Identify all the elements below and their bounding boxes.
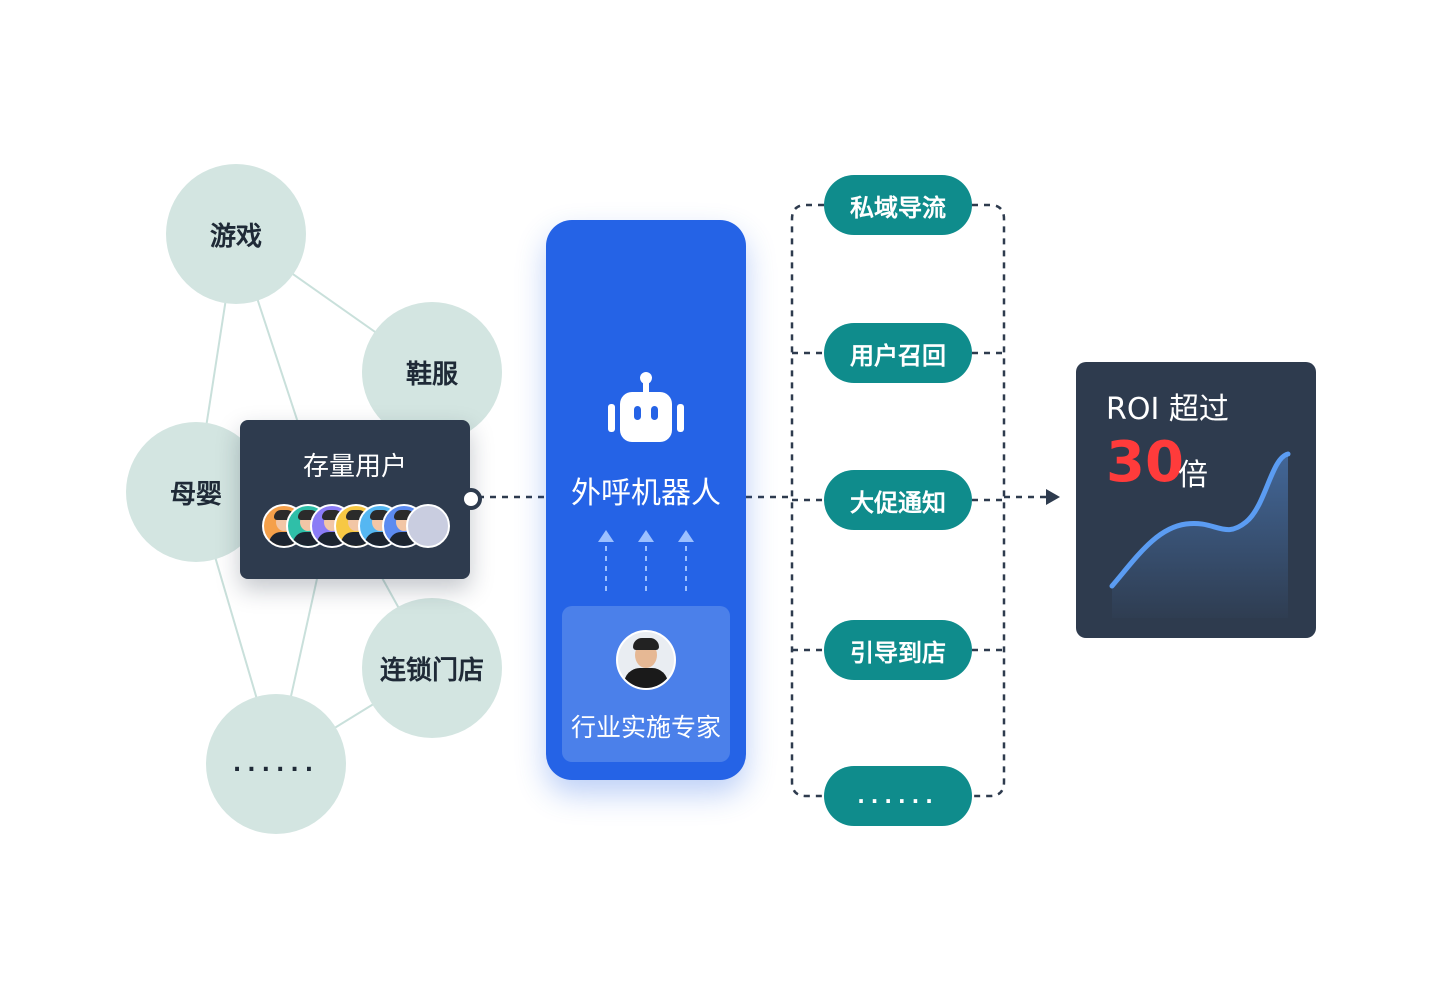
category-game: 游戏 (166, 164, 306, 304)
roi-trend-chart (1109, 451, 1291, 618)
category-baby-label: 母婴 (169, 479, 222, 510)
pill-stubs (792, 351, 1004, 652)
expert-label: 行业实施专家 (570, 713, 721, 742)
scenario-label: 用户召回 (850, 341, 946, 370)
scenario-label: 引导到店 (850, 638, 946, 667)
robot-title: 外呼机器人 (571, 476, 721, 511)
user-avatars (262, 504, 472, 548)
category-chain-store: 连锁门店 (362, 598, 502, 738)
category-game-label: 游戏 (209, 221, 262, 252)
connector-node (460, 488, 482, 510)
upward-arrows (598, 530, 694, 592)
category-chain-store-label: 连锁门店 (379, 655, 484, 686)
roi-card: ROI 超过 30 倍 (1076, 362, 1316, 638)
scenario-label: ...... (857, 784, 939, 808)
robot-icon (608, 372, 684, 442)
roi-unit: 倍 (1178, 458, 1208, 493)
category-more: ...... (206, 694, 346, 834)
scenario-user-recall: 用户召回 (824, 323, 972, 383)
outbound-robot-panel: 外呼机器人 行业实施专家 (546, 220, 746, 780)
scenario-label: 私域导流 (850, 193, 946, 222)
roi-trend-line (1109, 451, 1291, 589)
category-shoes-label: 鞋服 (405, 359, 458, 390)
roi-trend-area (1112, 454, 1288, 618)
arrow-up-icon (598, 530, 614, 542)
existing-users-card: 存量用户 (240, 420, 470, 579)
arrow-up-icon (678, 530, 694, 542)
scenario-label: 大促通知 (850, 488, 946, 517)
scenario-store-visit: 引导到店 (824, 620, 972, 680)
category-shoes: 鞋服 (362, 302, 502, 442)
roi-value: 30 (1106, 430, 1184, 495)
industry-expert-box: 行业实施专家 (562, 606, 730, 762)
existing-users-title: 存量用户 (302, 452, 407, 482)
category-more-label: ...... (232, 751, 320, 777)
arrow-right-icon (1046, 489, 1060, 505)
scenario-promotion-notice: 大促通知 (824, 470, 972, 530)
scenario-more: ...... (824, 766, 972, 826)
arrow-up-icon (638, 530, 654, 542)
expert-avatar (616, 630, 676, 690)
roi-title: ROI 超过 (1106, 392, 1229, 427)
user-avatar-placeholder (406, 504, 450, 548)
scenario-private-traffic: 私域导流 (824, 175, 972, 235)
